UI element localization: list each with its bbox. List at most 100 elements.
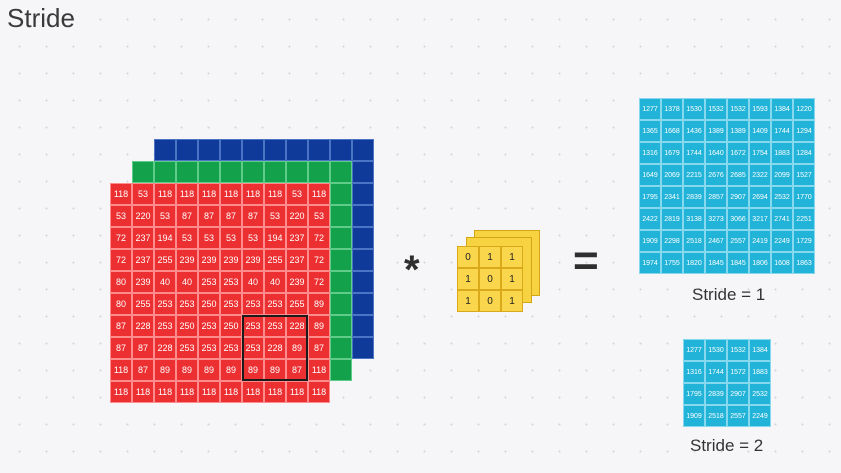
matrix-cell: 1389 [705,120,727,142]
matrix-cell: 0 [479,268,501,290]
channel-cell [330,293,352,315]
channel-cell [352,205,374,227]
matrix-cell: 87 [220,205,242,227]
channel-cell [352,139,374,161]
matrix-cell: 239 [242,249,264,271]
matrix-cell: 72 [308,271,330,293]
matrix-cell: 253 [176,337,198,359]
matrix-cell: 1974 [639,252,661,274]
matrix-cell: 2341 [661,186,683,208]
matrix-cell: 53 [242,227,264,249]
matrix-cell: 89 [176,359,198,381]
matrix-cell: 253 [176,293,198,315]
channel-cell [308,161,330,183]
matrix-cell: 2249 [771,230,793,252]
matrix-cell: 237 [132,249,154,271]
channel-cell [242,161,264,183]
matrix-cell: 1 [501,290,523,312]
channel-cell [198,161,220,183]
matrix-cell: 118 [110,359,132,381]
matrix-cell: 1294 [793,120,815,142]
matrix-cell: 1770 [793,186,815,208]
matrix-cell: 228 [132,315,154,337]
matrix-cell: 89 [220,359,242,381]
matrix-cell: 255 [264,249,286,271]
matrix-cell: 250 [220,315,242,337]
matrix-cell: 1820 [683,252,705,274]
matrix-cell: 220 [286,205,308,227]
matrix-cell: 1530 [683,98,705,120]
matrix-cell: 237 [286,227,308,249]
matrix-cell: 253 [154,315,176,337]
matrix-cell: 118 [308,183,330,205]
channel-cell [330,205,352,227]
matrix-cell: 237 [132,227,154,249]
matrix-cell: 1845 [727,252,749,274]
matrix-cell: 1729 [793,230,815,252]
matrix-cell: 118 [286,381,308,403]
matrix-cell: 80 [110,271,132,293]
matrix-cell: 2685 [727,164,749,186]
matrix-cell: 1389 [727,120,749,142]
matrix-cell: 253 [198,315,220,337]
matrix-cell: 89 [154,359,176,381]
matrix-cell: 255 [132,293,154,315]
matrix-cell: 53 [132,183,154,205]
channel-cell [286,139,308,161]
matrix-cell: 2839 [683,186,705,208]
matrix-cell: 2099 [771,164,793,186]
matrix-cell: 53 [110,205,132,227]
matrix-cell: 1 [501,268,523,290]
channel-cell [154,139,176,161]
matrix-cell: 53 [198,227,220,249]
matrix-cell: 87 [198,205,220,227]
channel-cell [308,139,330,161]
matrix-cell: 89 [308,293,330,315]
matrix-cell: 253 [242,337,264,359]
channel-cell [330,337,352,359]
matrix-cell: 1572 [727,361,749,383]
matrix-cell: 194 [154,227,176,249]
channel-cell [352,293,374,315]
matrix-cell: 250 [176,315,198,337]
matrix-cell: 2467 [705,230,727,252]
matrix-cell: 118 [176,183,198,205]
matrix-cell: 53 [220,227,242,249]
matrix-cell: 239 [132,271,154,293]
matrix-cell: 1527 [793,164,815,186]
channel-cell [176,139,198,161]
matrix-cell: 3217 [749,208,771,230]
matrix-cell: 2819 [661,208,683,230]
matrix-cell: 89 [308,315,330,337]
matrix-cell: 87 [110,337,132,359]
matrix-cell: 1277 [639,98,661,120]
matrix-cell: 220 [132,205,154,227]
channel-cell [154,161,176,183]
matrix-cell: 87 [242,205,264,227]
matrix-cell: 118 [198,183,220,205]
matrix-cell: 2676 [705,164,727,186]
matrix-cell: 118 [242,381,264,403]
matrix-cell: 239 [198,249,220,271]
matrix-cell: 2422 [639,208,661,230]
matrix-cell: 2518 [705,405,727,427]
matrix-cell: 253 [264,293,286,315]
matrix-cell: 1679 [661,142,683,164]
matrix-cell: 0 [479,290,501,312]
matrix-cell: 253 [198,337,220,359]
matrix-cell: 2741 [771,208,793,230]
matrix-cell: 118 [154,381,176,403]
matrix-cell: 1277 [683,339,705,361]
matrix-cell: 1845 [705,252,727,274]
matrix-cell: 255 [154,249,176,271]
matrix-cell: 118 [264,183,286,205]
channel-cell [352,161,374,183]
matrix-cell: 1284 [793,142,815,164]
matrix-cell: 1593 [749,98,771,120]
matrix-cell: 40 [242,271,264,293]
matrix-cell: 3273 [705,208,727,230]
channel-cell [198,139,220,161]
matrix-cell: 80 [110,293,132,315]
